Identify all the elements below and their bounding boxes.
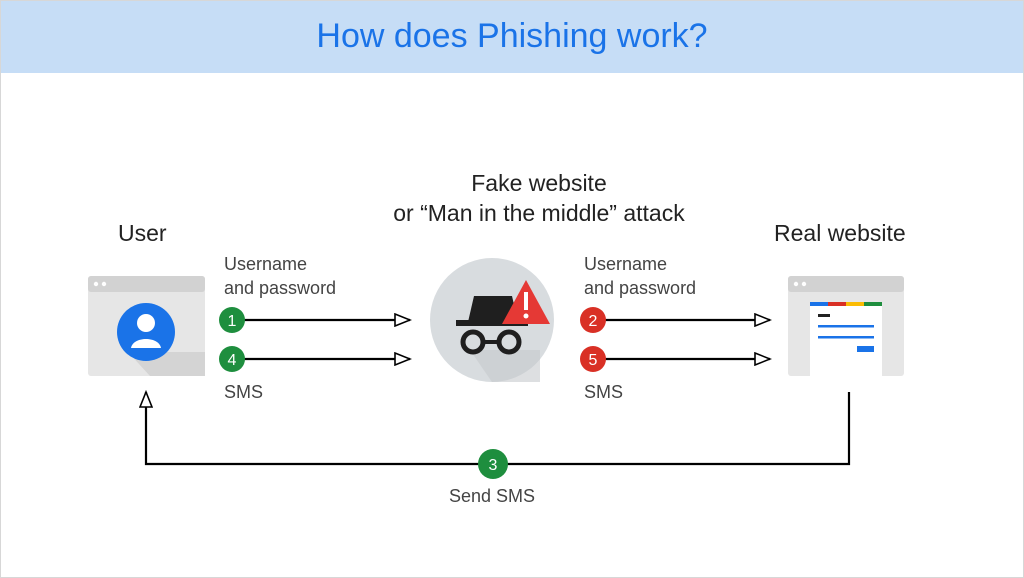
- fake-website-label-line2: or “Man in the middle” attack: [393, 200, 685, 226]
- left-sms-label: SMS: [224, 382, 264, 402]
- step-badge-2: 2: [580, 307, 606, 333]
- step-badge-4: 4: [219, 346, 245, 372]
- incognito-icon: [456, 296, 528, 355]
- left-credentials-label-line2: and password: [224, 278, 337, 298]
- step-number: 4: [228, 352, 237, 369]
- step-number: 1: [228, 313, 237, 330]
- attacker-node: [430, 258, 554, 382]
- right-sms-label: SMS: [584, 382, 624, 402]
- step-badge-1: 1: [219, 307, 245, 333]
- step-number: 2: [589, 313, 598, 330]
- page-title: How does Phishing work?: [316, 17, 708, 55]
- step-number: 3: [489, 457, 498, 474]
- step-number: 5: [589, 352, 598, 369]
- right-credentials-label-line1: Username: [584, 254, 668, 274]
- real-website-window: [788, 276, 904, 376]
- user-avatar-icon: [117, 303, 175, 361]
- right-credentials-label-line2: and password: [584, 278, 697, 298]
- step-badge-5: 5: [580, 346, 606, 372]
- left-credentials-label-line1: Username: [224, 254, 308, 274]
- step-badge-3: 3: [478, 449, 508, 479]
- real-website-label: Real website: [774, 220, 906, 246]
- header-band: [0, 0, 1024, 73]
- user-label: User: [118, 220, 167, 246]
- fake-website-label-line1: Fake website: [471, 170, 607, 196]
- webpage-icon: [810, 302, 882, 376]
- user-browser-window: [88, 276, 205, 376]
- send-sms-label: Send SMS: [449, 486, 536, 506]
- warning-icon: [502, 280, 550, 324]
